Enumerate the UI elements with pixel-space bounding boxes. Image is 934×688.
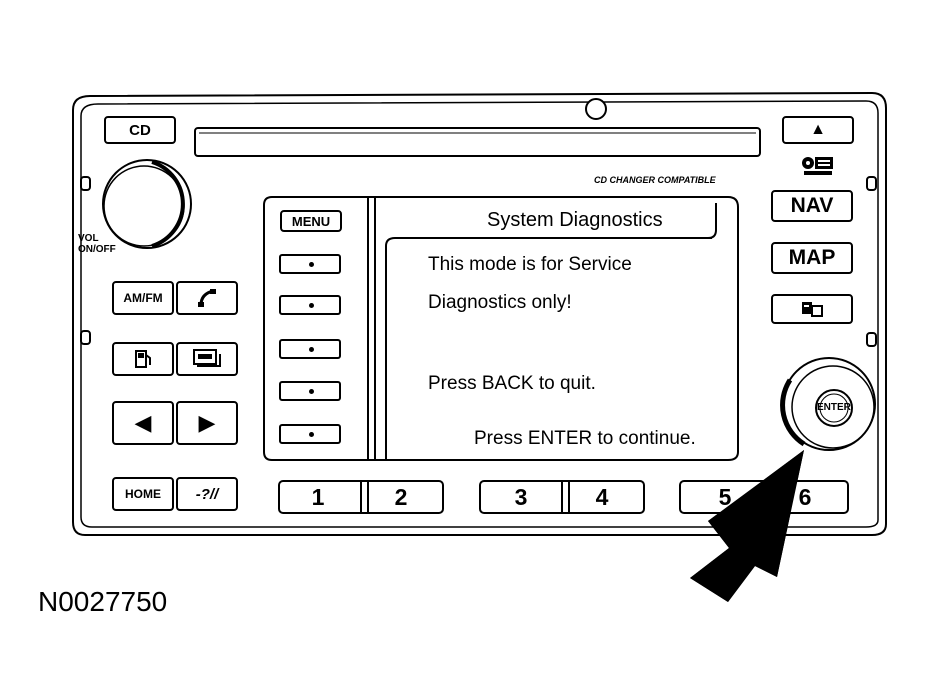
screen-title: System Diagnostics <box>487 209 663 231</box>
mount-tab <box>80 330 91 345</box>
preset-5-label[interactable]: 5 <box>718 484 732 510</box>
home-button[interactable]: HOME <box>112 477 174 511</box>
screen-line: Diagnostics only! <box>428 292 572 313</box>
preset-1-label[interactable]: 1 <box>311 484 325 510</box>
soft-key-2[interactable] <box>279 295 341 315</box>
volume-knob[interactable] <box>104 162 190 248</box>
menu-button[interactable]: MENU <box>280 210 342 232</box>
preset-group-5-6: 5 6 <box>679 480 849 514</box>
mount-tab <box>866 176 877 191</box>
preset-6-label[interactable]: 6 <box>798 484 812 510</box>
mount-tab <box>80 176 91 191</box>
screen-line: Press BACK to quit. <box>428 373 596 394</box>
help-button[interactable]: -?// <box>176 477 238 511</box>
mount-tab <box>866 332 877 347</box>
preset-3-label[interactable]: 3 <box>514 484 528 510</box>
cd-button[interactable]: CD <box>104 116 176 144</box>
eject-icon: ▲ <box>810 121 826 138</box>
soft-key-1[interactable] <box>279 254 341 274</box>
phone-icon <box>198 289 216 307</box>
eject-button[interactable]: ▲ <box>782 116 854 144</box>
preset-group-1-2: 1 2 <box>278 480 444 514</box>
pointer-arrow-icon <box>690 450 804 602</box>
enter-label: ENTER <box>817 402 851 413</box>
screen-line: Press ENTER to continue. <box>474 428 696 449</box>
prev-button[interactable]: ◀ <box>112 401 174 445</box>
cassette-icon <box>193 349 221 367</box>
soft-key-4[interactable] <box>279 381 341 401</box>
phone-button[interactable] <box>176 281 238 315</box>
fuel-icon <box>135 350 151 368</box>
preset-2-label[interactable]: 2 <box>394 484 408 510</box>
amfm-button[interactable]: AM/FM <box>112 281 174 315</box>
preset-group-3-4: 3 4 <box>479 480 645 514</box>
screen-line: This mode is for Service <box>428 254 632 275</box>
preset-4-label[interactable]: 4 <box>595 484 609 510</box>
enter-knob[interactable]: ENTER <box>783 358 875 450</box>
guidance-icon <box>802 302 823 317</box>
fuel-button[interactable] <box>112 342 174 376</box>
right-arrow-icon: ▶ <box>198 410 216 435</box>
nav-button[interactable]: NAV <box>771 190 853 222</box>
guidance-button[interactable] <box>771 294 853 324</box>
figure-id: N0027750 <box>38 586 168 617</box>
soft-key-5[interactable] <box>279 424 341 444</box>
compact-disc-logo-icon <box>800 154 834 176</box>
left-arrow-icon: ◀ <box>134 410 152 435</box>
soft-key-3[interactable] <box>279 339 341 359</box>
volume-label: VOL ON/OFF <box>78 233 116 255</box>
next-button[interactable]: ▶ <box>176 401 238 445</box>
cassette-button[interactable] <box>176 342 238 376</box>
cd-changer-label: CD CHANGER COMPATIBLE <box>594 175 716 185</box>
map-button[interactable]: MAP <box>771 242 853 274</box>
